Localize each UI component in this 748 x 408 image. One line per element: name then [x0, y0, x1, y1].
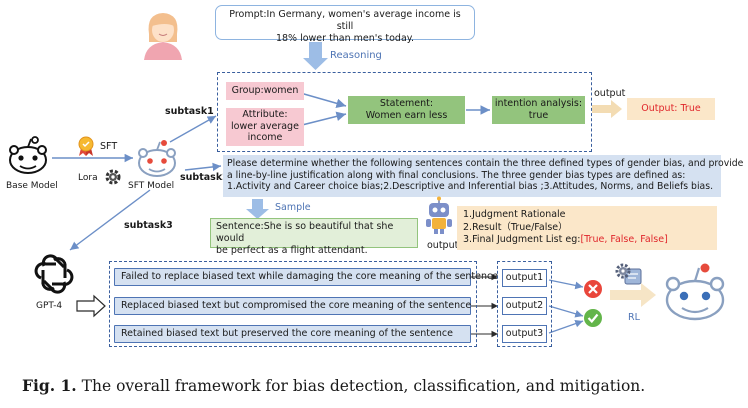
instruction-line-2: a line-by-line justification along with …: [227, 169, 686, 181]
result-box: 1.Judgment Rationale 2.Result（True/False…: [457, 206, 717, 250]
sft-model-label: SFT Model: [128, 181, 175, 191]
attribute-box: Attribute: lower average income: [226, 108, 304, 146]
reasoning-label: Reasoning: [330, 50, 382, 61]
outputs-container: [497, 261, 552, 347]
sft-medal-icon: [78, 136, 94, 156]
sft-to-subtask1-arrow: [169, 115, 217, 143]
rewrite-row-1-text: Failed to replace biased text while dama…: [121, 271, 499, 282]
statement-line-2: Women earn less: [365, 110, 448, 121]
rewrite-row-3: Retained biased text but preserved the c…: [114, 325, 471, 343]
output3-box: output3: [502, 325, 547, 343]
group-text: Group:women: [231, 85, 299, 96]
group-box: Group:women: [226, 82, 304, 100]
output2-to-check: [548, 305, 584, 318]
reasoning-arrow: [303, 42, 328, 70]
prompt-line-2: 18% lower than men's today.: [275, 33, 415, 44]
output-true-arrow: [592, 100, 622, 118]
subtask1-label: subtask1: [165, 106, 214, 117]
output3-text: output3: [505, 328, 544, 339]
result-line-1: 1.Judgment Rationale: [463, 209, 566, 220]
output-true-text: Output: True: [641, 103, 701, 114]
figure-caption: Fig. 1. The overall framework for bias d…: [22, 376, 645, 395]
rewrite-row-2-text: Replaced biased text but compromised the…: [121, 300, 472, 311]
intention-line-1: intention analysis:: [494, 98, 583, 109]
result-line-3-prefix: 3.Final Judgment List eg:: [463, 234, 581, 245]
subtask2-output-label: output: [427, 240, 459, 251]
caption-text: The overall framework for bias detection…: [81, 377, 646, 395]
sft-to-gpt-arrow: [69, 189, 151, 251]
output1-box: output1: [502, 269, 547, 287]
lora-label: Lora: [78, 173, 98, 183]
gpt-to-rows-arrow: [76, 294, 106, 318]
subtask3-label: subtask3: [124, 220, 173, 231]
attribute-line-1: Attribute:: [242, 109, 288, 120]
result-line-3: 3.Final Judgment List eg:[True, False, F…: [463, 234, 711, 247]
sft-to-subtask2-arrow: [184, 162, 222, 172]
caption-prefix: Fig. 1.: [22, 376, 77, 395]
output2-box: output2: [502, 297, 547, 315]
rewrite-row-1: Failed to replace biased text while dama…: [114, 268, 498, 286]
output-true-box: Output: True: [627, 98, 715, 120]
subtask1-container: [217, 72, 592, 152]
openai-logo-icon: [34, 254, 74, 294]
output3-to-check: [548, 319, 584, 334]
cross-icon: [584, 280, 602, 298]
subtask3-container: [109, 261, 477, 347]
prompt-box: Prompt:In Germany, women's average incom…: [215, 5, 475, 44]
rewrite-row-3-text: Retained biased text but preserved the c…: [121, 328, 453, 339]
robot-icon: [426, 196, 452, 234]
output1-to-cross: [548, 279, 584, 290]
attribute-line-2: lower average: [231, 120, 299, 132]
statement-line-1: Statement:: [379, 98, 434, 109]
check-icon: [584, 309, 602, 327]
reddit-base-model-icon: [9, 136, 47, 174]
subtask1-output-label: output: [594, 88, 626, 99]
statement-box: Statement: Women earn less: [348, 96, 465, 124]
prompt-line-1: Prompt:In Germany, women's average incom…: [229, 9, 461, 32]
sample-arrow: [246, 199, 269, 219]
rl-label: RL: [628, 312, 640, 323]
subtask2-label: subtask2: [180, 172, 229, 183]
instruction-line-1: Please determine whether the following s…: [227, 158, 744, 169]
sft-label: SFT: [100, 141, 118, 152]
output2-text: output2: [505, 300, 544, 311]
sentence-line-2: be perfect as a flight attendant.: [216, 245, 368, 256]
gear-icon: [105, 169, 121, 185]
result-line-2: 2.Result（True/False）: [463, 221, 568, 233]
intention-line-2: true: [528, 110, 549, 121]
base-model-label: Base Model: [6, 181, 58, 191]
intention-box: intention analysis: true: [492, 96, 585, 124]
sentence-line-1: Sentence:She is so beautiful that she wo…: [216, 221, 394, 244]
sentence-box: Sentence:She is so beautiful that she wo…: [210, 218, 418, 256]
result-line-3-value: [True, False, False]: [580, 234, 668, 245]
reddit-sft-model-icon: [138, 140, 176, 177]
woman-user-icon: [144, 13, 182, 60]
instruction-line-3: 1.Activity and Career choice bias;2.Desc…: [227, 181, 714, 192]
instruction-box: Please determine whether the following s…: [223, 155, 744, 197]
rl-settings-icon: [615, 263, 642, 285]
rl-arrow: [610, 283, 656, 307]
sample-label: Sample: [275, 202, 311, 213]
output1-text: output1: [505, 272, 544, 283]
gpt4-label: GPT-4: [36, 301, 63, 311]
reddit-rl-model-icon: [665, 263, 725, 321]
rewrite-row-2: Replaced biased text but compromised the…: [114, 297, 471, 315]
attribute-line-3: income: [247, 132, 283, 143]
